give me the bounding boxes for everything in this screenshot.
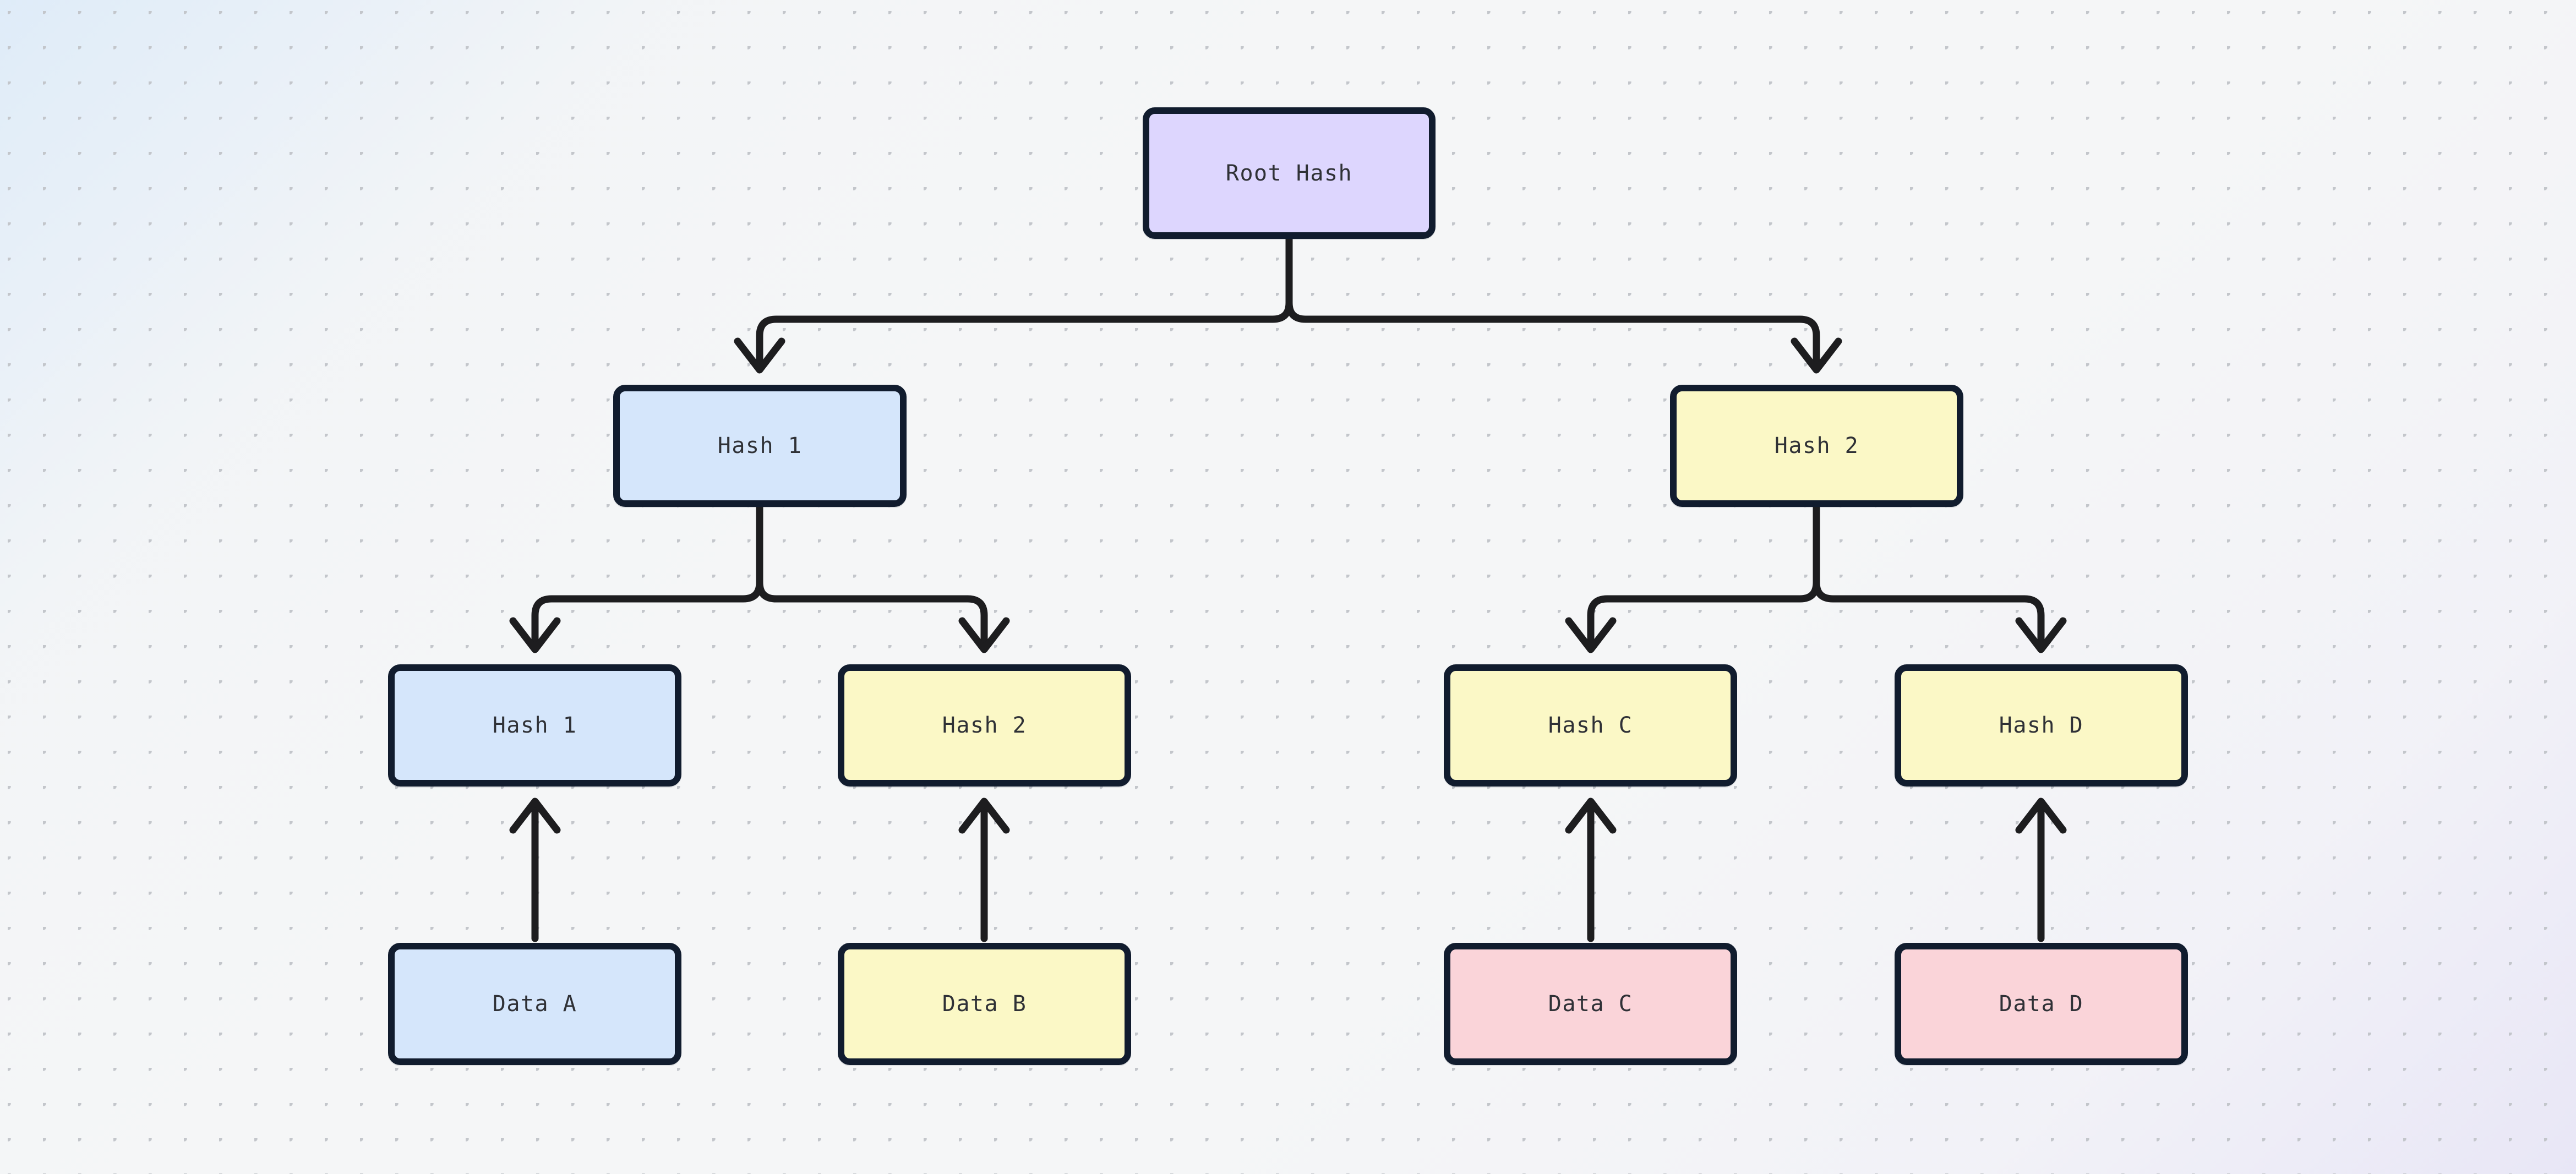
node-hash-d[interactable]: Hash D: [1895, 664, 2188, 787]
arrowhead-root-to-hash1: [734, 337, 785, 374]
node-label: Hash 2: [1774, 433, 1859, 458]
edge-hash2-to-hash-d: [1813, 503, 2045, 647]
node-label: Hash 1: [492, 713, 577, 738]
node-label: Hash D: [1999, 713, 2084, 738]
arrowhead-hash2-to-hash-d: [2015, 617, 2067, 653]
arrowhead-hash1-to-leaf-hash1: [509, 617, 561, 653]
arrowhead-hash1-to-leaf-hash2: [958, 617, 1010, 653]
arrowhead-hash2-to-hash-c: [1565, 617, 1617, 653]
edge-root-to-hash1: [756, 235, 1293, 367]
node-hash-2-level2[interactable]: Hash 2: [838, 664, 1131, 787]
node-data-c[interactable]: Data C: [1444, 943, 1737, 1065]
node-hash-1-level1[interactable]: Hash 1: [613, 385, 907, 507]
arrowhead-root-to-hash2: [1791, 337, 1842, 374]
node-data-b[interactable]: Data B: [838, 943, 1131, 1065]
node-hash-c[interactable]: Hash C: [1444, 664, 1737, 787]
node-label: Root Hash: [1225, 160, 1353, 186]
node-label: Data C: [1548, 991, 1633, 1017]
node-label: Hash 2: [942, 713, 1027, 738]
arrowhead-data-c-to-hash-c: [1565, 798, 1617, 834]
edge-root-to-hash2: [1285, 235, 1820, 367]
node-label: Hash 1: [717, 433, 803, 458]
node-label: Data D: [1999, 991, 2084, 1017]
arrowhead-data-d-to-hash-d: [2015, 798, 2067, 834]
node-data-a[interactable]: Data A: [388, 943, 681, 1065]
arrowhead-data-b-to-leaf-hash2: [958, 798, 1010, 834]
node-label: Hash C: [1548, 713, 1633, 738]
node-hash-2-level1[interactable]: Hash 2: [1670, 385, 1963, 507]
arrowhead-data-a-to-leaf-hash1: [509, 798, 561, 834]
node-label: Data B: [942, 991, 1027, 1017]
node-label: Data A: [492, 991, 577, 1017]
edge-hash1-to-leaf-hash1: [531, 503, 763, 647]
edge-hash2-to-hash-c: [1587, 503, 1820, 647]
node-root-hash[interactable]: Root Hash: [1143, 107, 1436, 239]
edge-hash1-to-leaf-hash2: [756, 503, 988, 647]
node-data-d[interactable]: Data D: [1895, 943, 2188, 1065]
node-hash-1-level2[interactable]: Hash 1: [388, 664, 681, 787]
